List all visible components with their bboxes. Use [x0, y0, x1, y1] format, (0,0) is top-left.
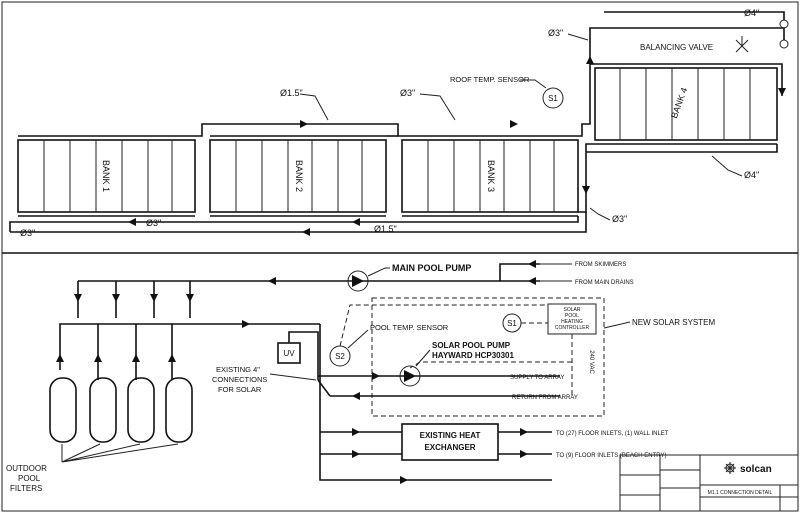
- return-riser: [585, 143, 595, 196]
- existing-connections-line-1: EXISTING 4": [216, 365, 260, 374]
- pipe-d15-bottom: Ø1.5": [374, 224, 397, 234]
- pipe-d4-top: Ø4": [744, 8, 759, 18]
- solar-array: BANK 1 BANK 2 BANK 3 BANK: [9, 8, 789, 238]
- flow-arrow: [528, 260, 536, 268]
- flow-arrow: [582, 186, 590, 194]
- pipe-d15-top: Ø1.5": [280, 88, 303, 98]
- solar-pump-label-line-2: HAYWARD HCP30301: [432, 351, 515, 360]
- main-pool-pump-label: MAIN POOL PUMP: [392, 263, 471, 273]
- return-top-line: [604, 11, 785, 20]
- title-block: solcan M1.1 CONNECTION DETAIL: [619, 454, 799, 512]
- filters-label-line-2: POOL: [18, 474, 41, 483]
- bank-4: BANK 4: [594, 63, 778, 145]
- floor-inlets-1-label: TO (27) FLOOR INLETS, (1) WALL INLET: [556, 431, 669, 437]
- filters-label-line-1: OUTDOOR: [6, 464, 47, 473]
- new-solar-system-boundary: [371, 297, 605, 417]
- solar-pump-label-line-1: SOLAR POOL PUMP: [432, 341, 511, 350]
- roof-sensor-label: ROOF TEMP. SENSOR: [450, 75, 530, 84]
- flow-arrow: [352, 218, 360, 226]
- pool-sensor-id: S2: [335, 352, 345, 361]
- flow-arrow: [302, 228, 310, 236]
- pipe-endpoint: [779, 19, 789, 29]
- existing-connections-line-2: CONNECTIONS: [212, 375, 267, 384]
- heat-exchanger: [401, 423, 499, 461]
- return-from-array-label: RETURN FROM ARRAY: [512, 395, 578, 401]
- flow-arrow: [128, 218, 136, 226]
- roof-temp-sensor: [542, 87, 564, 109]
- main-suction-line: [78, 263, 540, 282]
- brand-name: solcan: [740, 464, 772, 475]
- return-header: [9, 216, 579, 232]
- floor-inlets-2-label: TO (9) FLOOR INLETS (BEACH ENTRY): [556, 453, 666, 459]
- svg-text:HEATING: HEATING: [561, 319, 583, 325]
- pipe-d3-mid: Ø3": [146, 218, 161, 228]
- flow-arrow: [510, 120, 518, 128]
- flow-arrow: [528, 277, 536, 285]
- heat-exchanger-line-1: EXISTING HEAT: [420, 431, 481, 440]
- bank-3: BANK 3: [401, 135, 579, 217]
- pipe-d4-return: Ø4": [744, 170, 759, 180]
- flow-arrow: [300, 120, 308, 128]
- balancing-valve-label: BALANCING VALVE: [640, 43, 713, 52]
- controller-sensor-id: S1: [507, 319, 517, 328]
- flow-arrow: [778, 88, 786, 96]
- filters-label-line-3: FILTERS: [10, 484, 42, 493]
- from-main-drains-label: FROM MAIN DRAINS: [575, 280, 634, 286]
- drawing-title: M1.1 CONNECTION DETAIL: [708, 490, 773, 496]
- svg-text:SOLAR: SOLAR: [564, 307, 581, 313]
- filter-tank: [49, 377, 77, 443]
- new-solar-system-label: NEW SOLAR SYSTEM: [632, 318, 715, 327]
- pool-plumbing: MAIN POOL PUMP FROM SKIMMERS FROM MAIN D…: [6, 260, 715, 493]
- bank-3-label: BANK 3: [486, 160, 496, 192]
- uv-label: UV: [283, 349, 295, 358]
- svg-text:CONTROLLER: CONTROLLER: [555, 325, 590, 331]
- roof-sensor-id: S1: [548, 94, 558, 103]
- filter-tank: [127, 377, 155, 443]
- solar-pool-pump-icon: [399, 365, 421, 387]
- vac-label: 240 VAC: [588, 350, 594, 374]
- bank-1-label: BANK 1: [101, 160, 111, 192]
- existing-connections-line-3: FOR SOLAR: [218, 385, 262, 394]
- from-skimmers-label: FROM SKIMMERS: [575, 262, 626, 268]
- bank-2: BANK 2: [209, 135, 387, 217]
- main-pool-pump-icon: [347, 270, 369, 292]
- supply-to-array-label: SUPPLY TO ARRAY: [510, 375, 564, 381]
- bank-1: BANK 1: [17, 135, 196, 217]
- pool-temp-sensor-label: POOL TEMP. SENSOR: [370, 323, 449, 332]
- filter-tank: [165, 377, 193, 443]
- flow-arrow: [268, 277, 276, 285]
- filter-tank: [89, 377, 117, 443]
- pipe-d3-top: Ø3": [400, 88, 415, 98]
- pipe-d3-outlet: Ø3": [612, 214, 627, 224]
- svg-text:POOL: POOL: [565, 313, 579, 319]
- supply-header-1: [195, 123, 402, 137]
- pipe-d3-left: Ø3": [20, 228, 35, 238]
- pipe-d3-riser: Ø3": [548, 28, 563, 38]
- heat-exchanger-line-2: EXCHANGER: [424, 443, 475, 452]
- bank-2-label: BANK 2: [294, 160, 304, 192]
- pipe-endpoint: [779, 39, 789, 49]
- flow-arrow: [586, 56, 594, 64]
